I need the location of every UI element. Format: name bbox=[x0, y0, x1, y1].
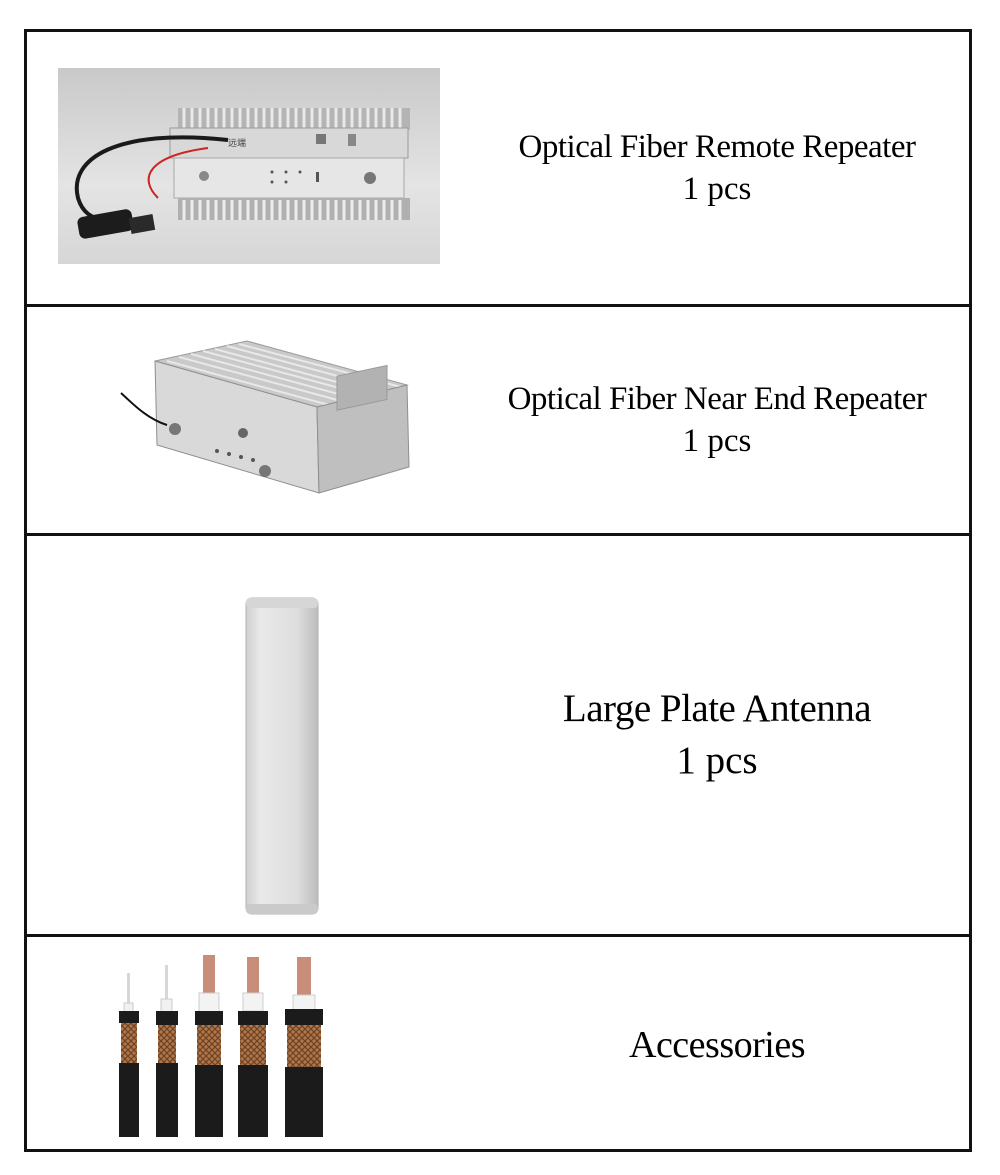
image-cell: 远端 bbox=[27, 32, 497, 304]
item-name: Accessories bbox=[629, 1023, 805, 1066]
image-cell bbox=[27, 307, 497, 533]
coaxial-cables-image bbox=[119, 955, 323, 1137]
item-name: Optical Fiber Remote Repeater bbox=[518, 129, 916, 165]
item-quantity: 1 pcs bbox=[682, 423, 752, 459]
image-cell bbox=[27, 536, 497, 934]
image-cell bbox=[27, 937, 497, 1152]
near-end-repeater-image bbox=[120, 340, 410, 494]
remote-repeater-image: 远端 bbox=[58, 68, 440, 264]
antenna-image bbox=[245, 597, 319, 915]
item-name: Large Plate Antenna bbox=[562, 687, 872, 730]
device-label-text: 远端 bbox=[228, 137, 246, 149]
table-row: Large Plate Antenna 1 pcs bbox=[27, 536, 969, 937]
table-row: Accessories bbox=[27, 937, 969, 1152]
product-table: 远端 Optical Fiber Remote Repeater 1 bbox=[24, 29, 972, 1152]
table-row: 远端 Optical Fiber Remote Repeater 1 bbox=[27, 32, 969, 307]
table-row: Optical Fiber Near End Repeater 1 pcs bbox=[27, 307, 969, 536]
item-quantity: 1 pcs bbox=[682, 171, 752, 207]
item-text-cell: Accessories bbox=[482, 937, 952, 1152]
item-text-cell: Optical Fiber Remote Repeater 1 pcs bbox=[482, 32, 952, 304]
item-text-cell: Optical Fiber Near End Repeater 1 pcs bbox=[482, 307, 952, 533]
item-name: Optical Fiber Near End Repeater bbox=[507, 381, 927, 417]
item-quantity: 1 pcs bbox=[676, 739, 758, 782]
item-text-cell: Large Plate Antenna 1 pcs bbox=[482, 536, 952, 934]
